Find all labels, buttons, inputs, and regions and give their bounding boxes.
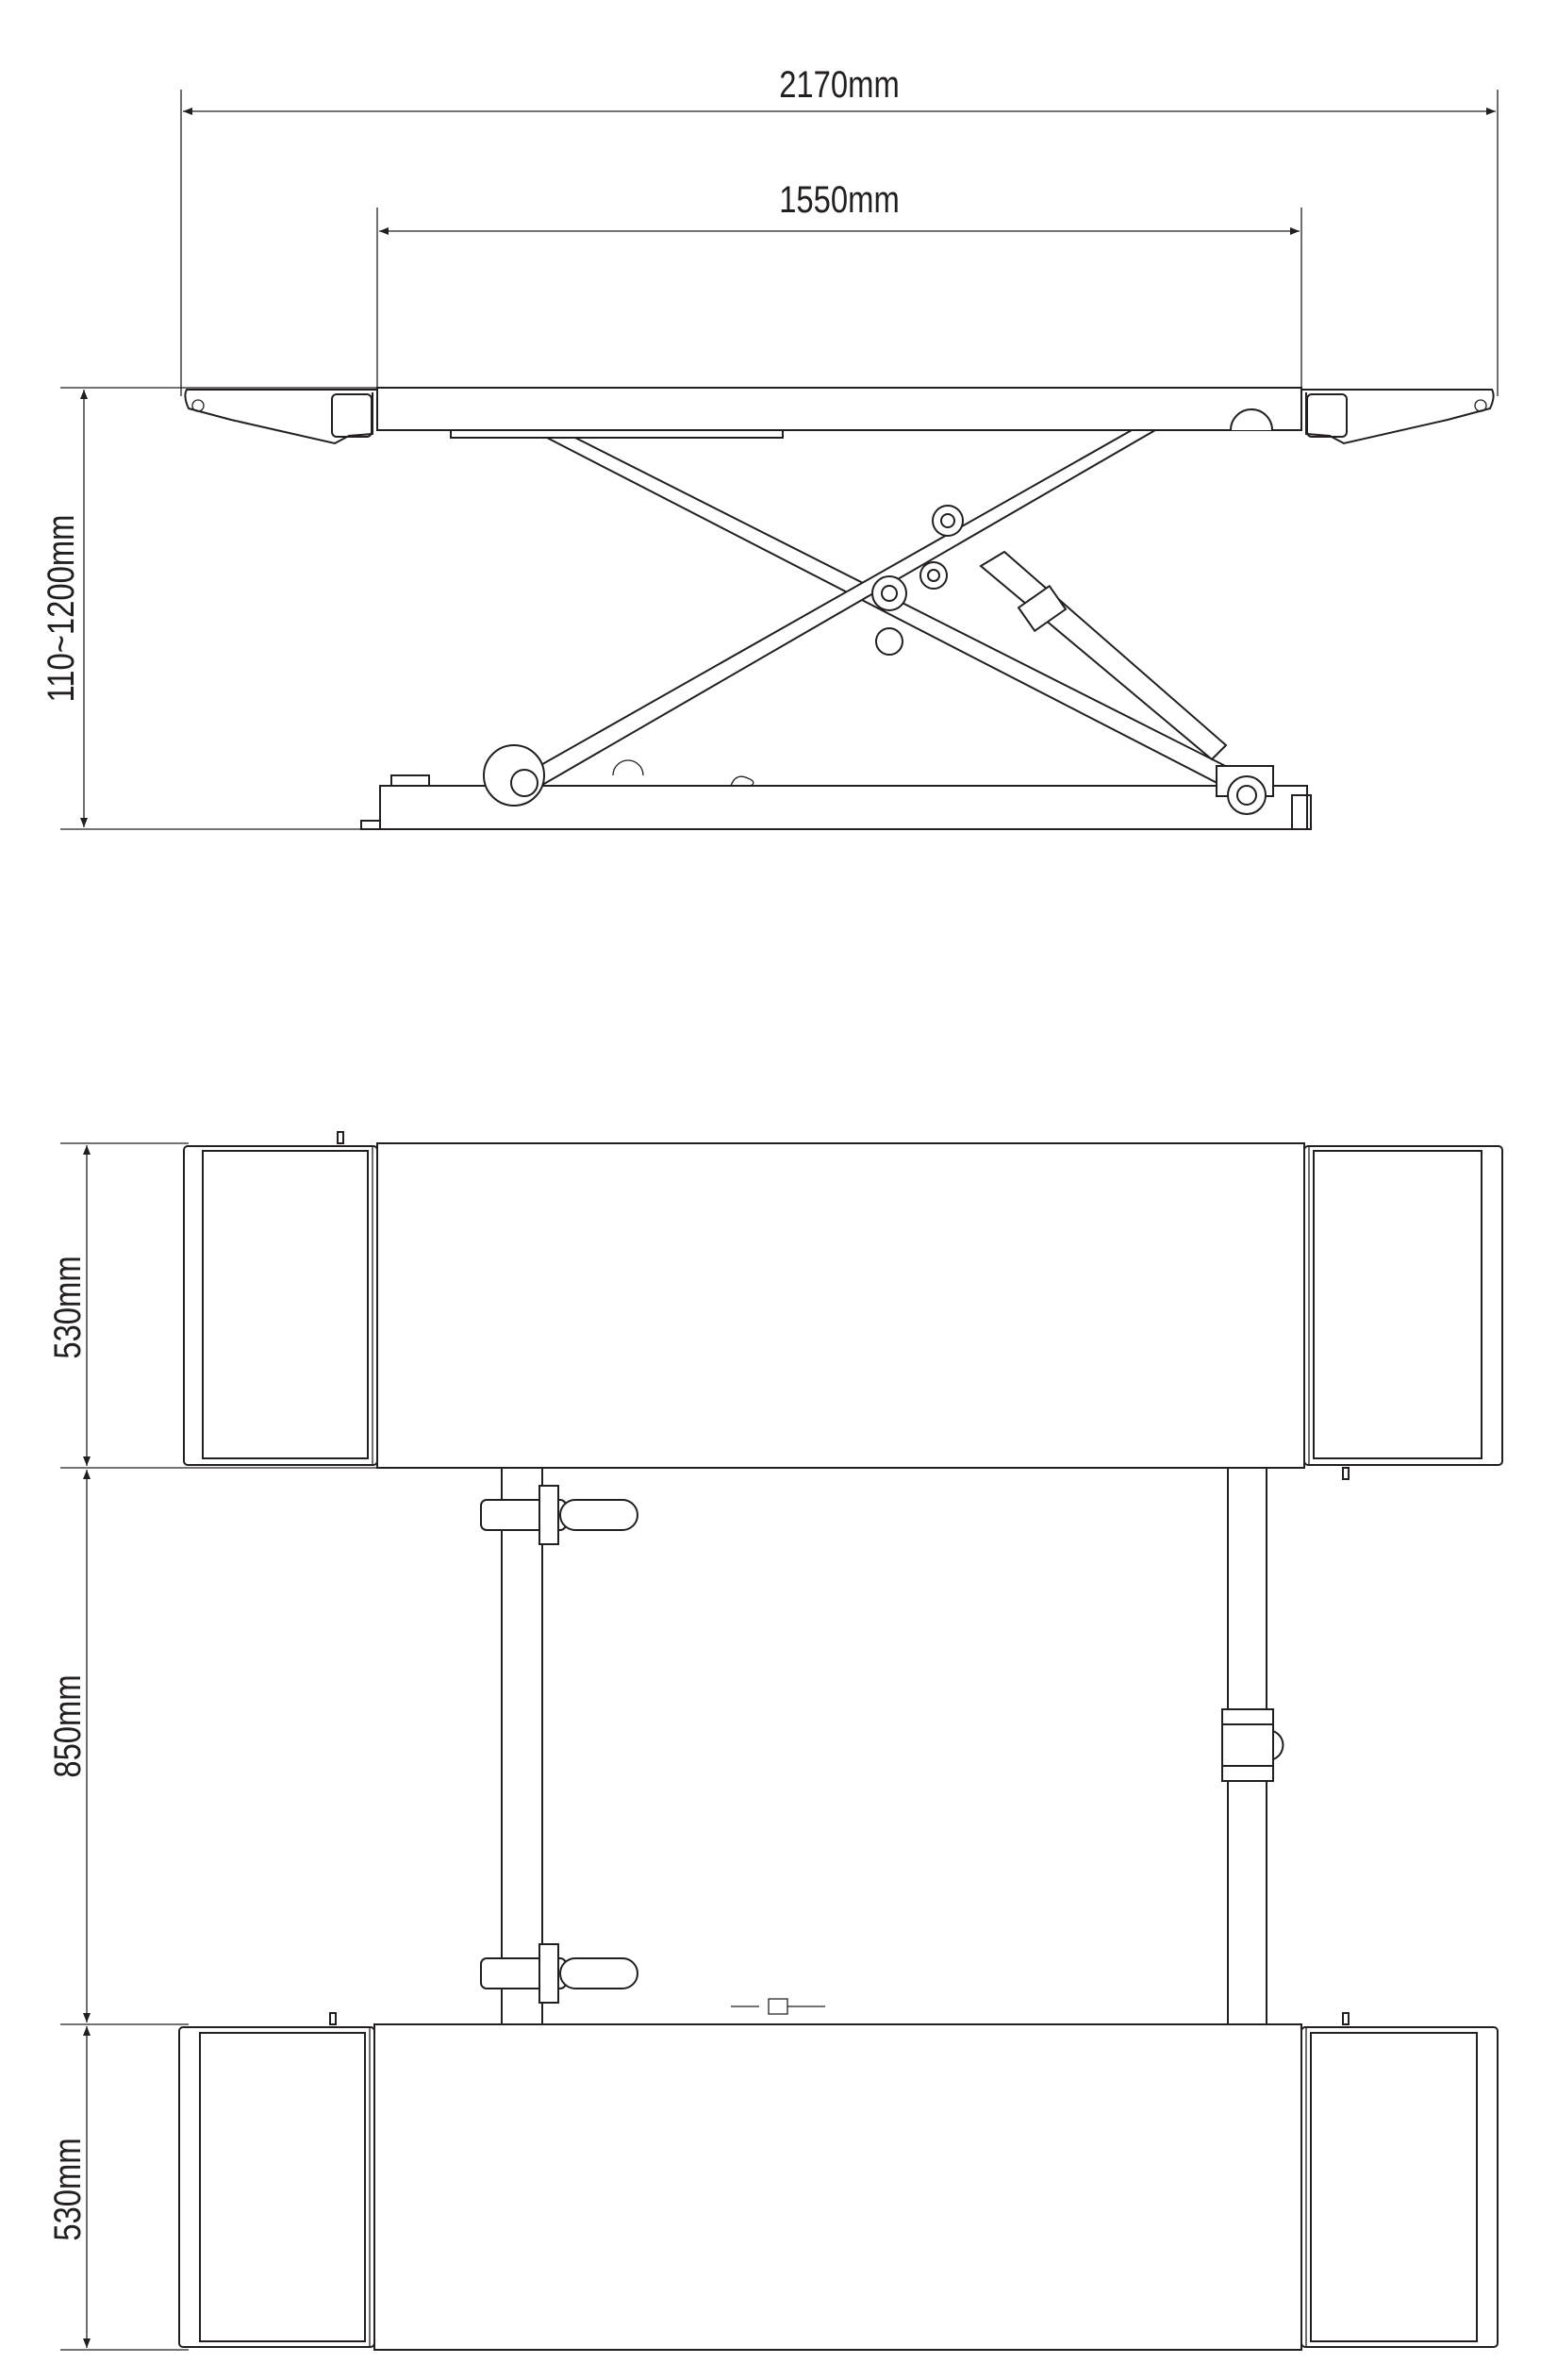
cylinder-mount (1221, 1708, 1284, 1782)
lower-pivot (875, 627, 903, 656)
right-ramp (1301, 389, 1495, 445)
base-bracket (390, 774, 430, 787)
top-view: 530mm 850mm 530mm (46, 1131, 1503, 2351)
ramp-pin (329, 2012, 337, 2025)
ramp-top-right (1303, 1145, 1503, 1466)
scissor-arm-a (546, 437, 1262, 794)
cross-tube-left (501, 1467, 543, 2025)
ramp-plate (1313, 1150, 1482, 1459)
base-foot (1291, 794, 1312, 830)
safety-latch (730, 775, 754, 787)
left-ramp (184, 389, 377, 445)
runway-width-top-label: 530mm (46, 1256, 89, 1358)
ramp-wheel (191, 399, 205, 412)
lock-clamp (480, 1485, 638, 1545)
platform-notch (1230, 408, 1273, 431)
platform-length-label: 1550mm (779, 178, 900, 221)
pivot-bolt (881, 585, 898, 602)
ramp-plate (1310, 2032, 1478, 2342)
ramp-plate (199, 2032, 366, 2342)
center-pivot (871, 575, 907, 611)
overall-length-label: 2170mm (779, 63, 900, 106)
ramp-hinge (1306, 393, 1348, 438)
cylinder-pivot (919, 561, 948, 590)
pivot-bolt (927, 569, 940, 582)
runway-bottom (373, 2023, 1302, 2351)
base-foot (360, 820, 381, 830)
roller (612, 759, 644, 776)
slider-roller-hub (1236, 785, 1257, 806)
side-view: 2170mm 1550mm 110~1200mm (40, 63, 1499, 830)
runway-top (376, 1142, 1305, 1469)
runway-width-bottom-label: 530mm (46, 2138, 89, 2240)
ramp-plate (202, 1150, 369, 1459)
platform (376, 387, 1302, 431)
slider-roller (1227, 775, 1267, 815)
lock-clamp (480, 1943, 638, 2004)
hydraulic-cylinder (979, 550, 1228, 761)
ramp-wheel (1474, 399, 1487, 412)
ramp-top-left (183, 1145, 378, 1466)
ramp-pin (1342, 1467, 1350, 1480)
release-valve (731, 1998, 825, 2015)
cylinder-body (1017, 584, 1068, 633)
platform-rail (450, 429, 784, 439)
roller (510, 769, 538, 797)
runway-gap-label: 850mm (46, 1674, 89, 1777)
ramp-bottom-left (178, 2026, 375, 2348)
height-range-label: 110~1200mm (40, 515, 82, 703)
ramp-hinge (331, 393, 373, 438)
ramp-bottom-right (1300, 2026, 1499, 2348)
ramp-pin (337, 1131, 344, 1144)
pivot-bolt (940, 513, 955, 528)
cylinder-pivot (932, 505, 964, 537)
ramp-pin (1342, 2012, 1350, 2025)
